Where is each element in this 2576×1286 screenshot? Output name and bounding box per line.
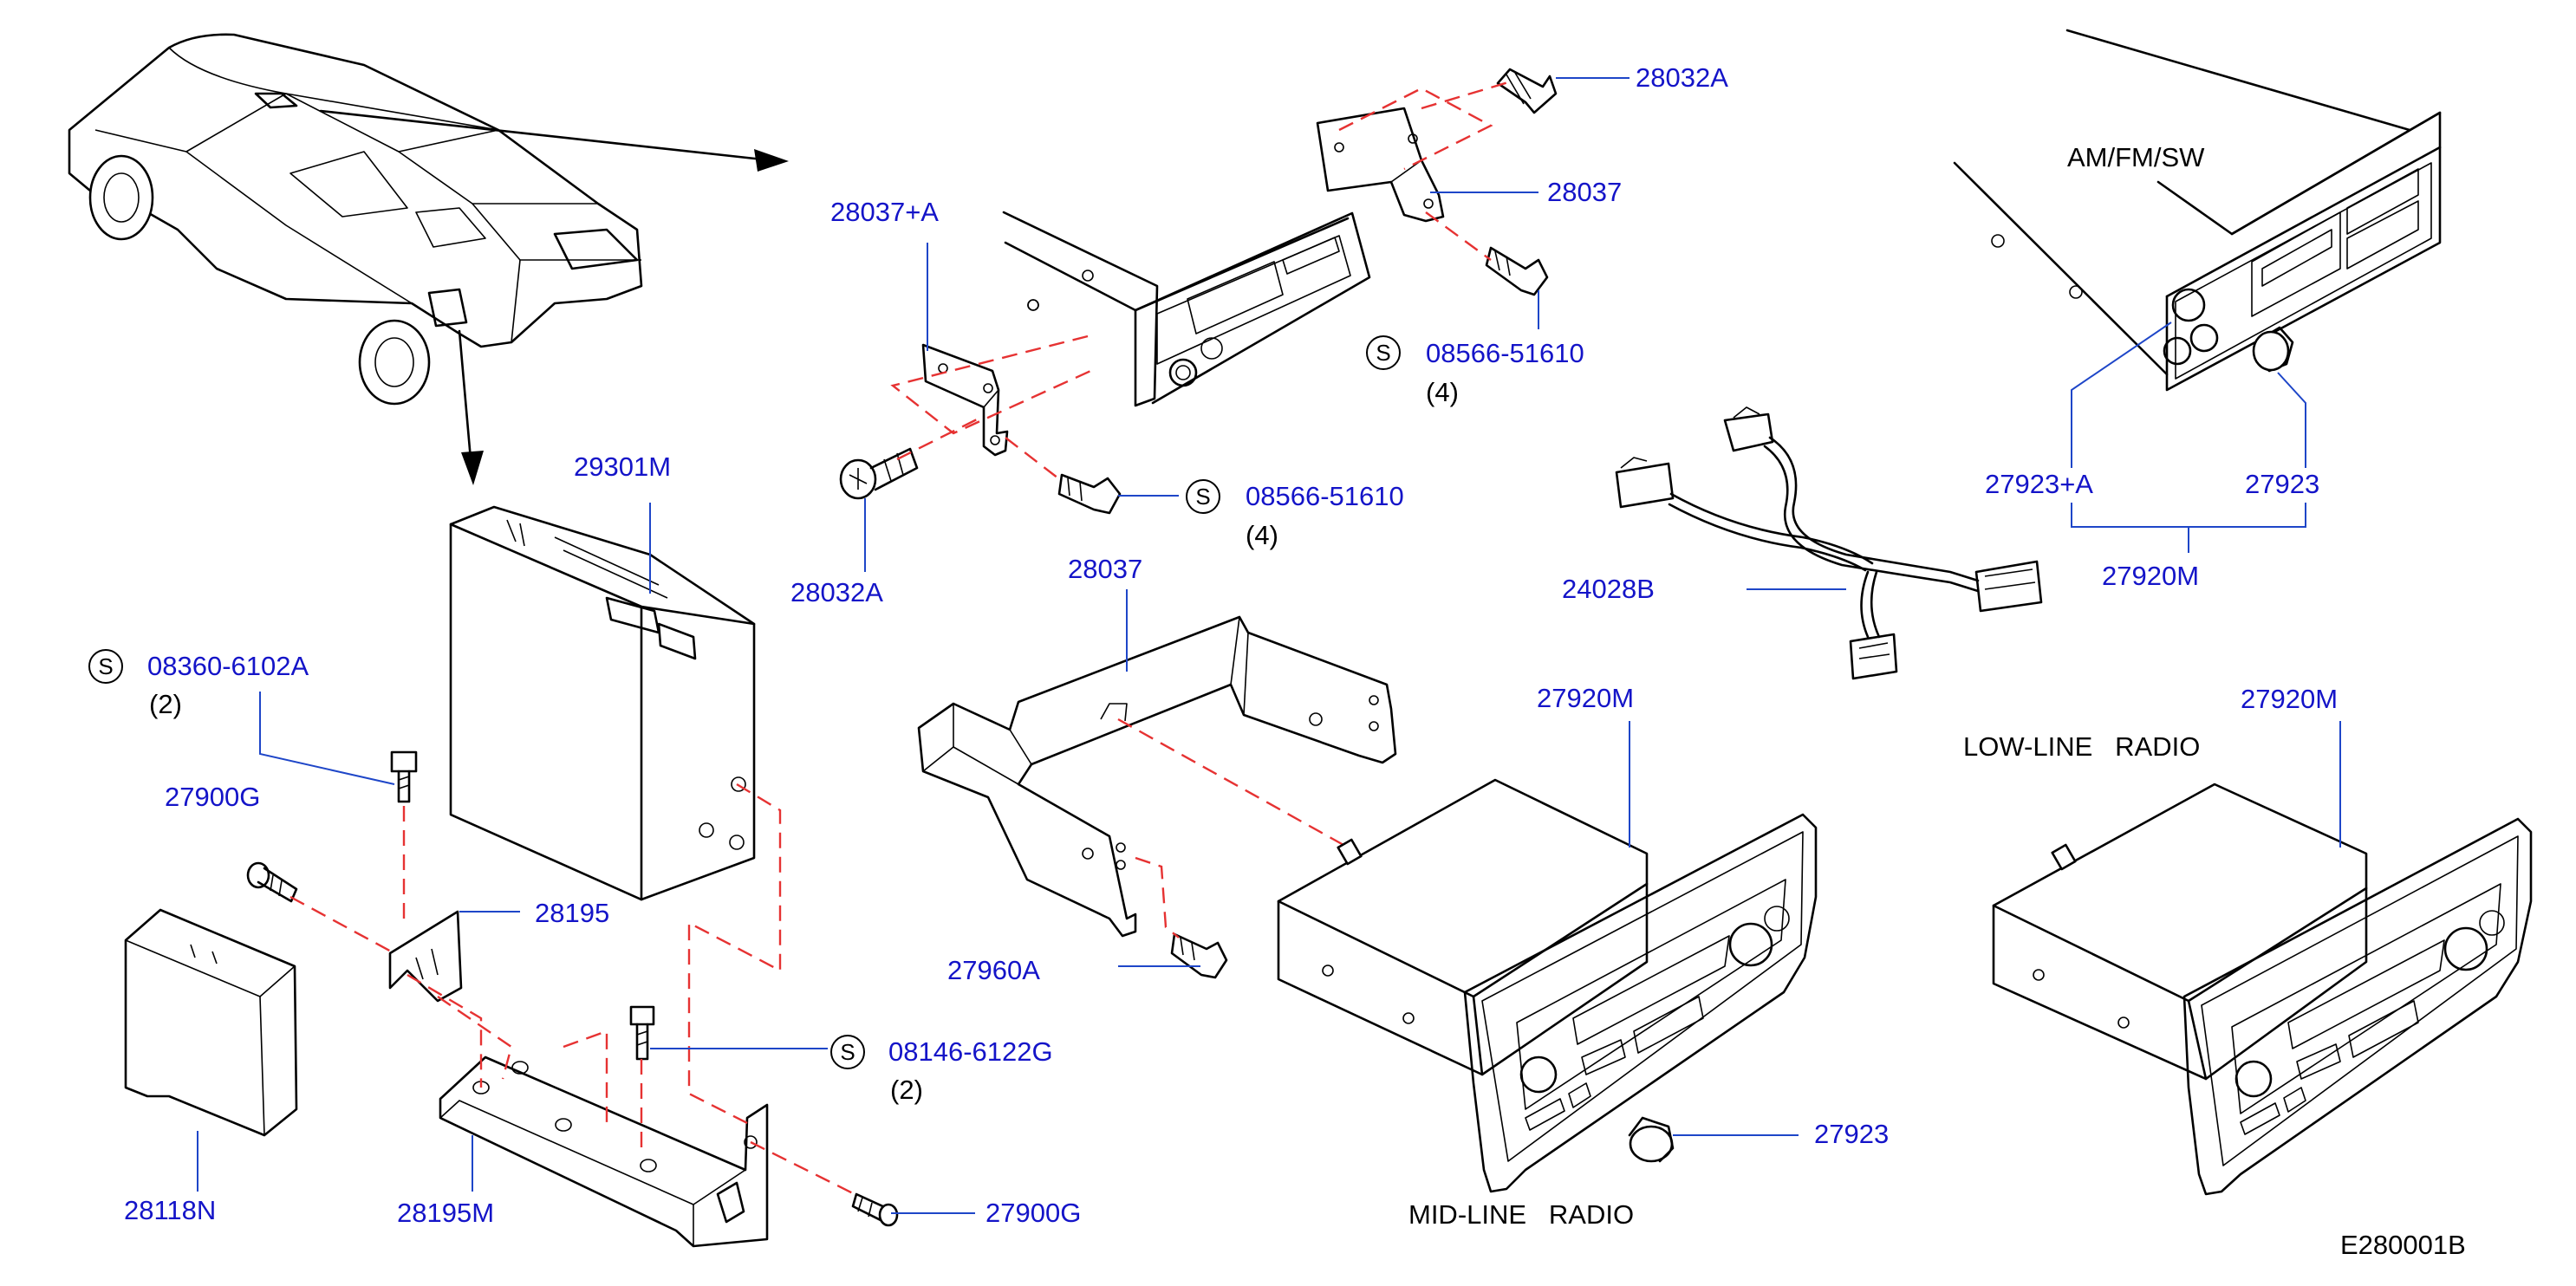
callout-28032A-bottom[interactable]: 28032A	[790, 577, 883, 607]
callout-08146[interactable]: 08146-6122G	[888, 1036, 1053, 1067]
bolt-08360	[390, 750, 418, 803]
leader-lines	[197, 77, 2341, 1214]
screw-27900G-left	[246, 861, 298, 903]
bracket-28037-large	[917, 615, 1397, 938]
screw-28032A-bottom	[839, 447, 919, 500]
symbol-s-left: S	[88, 649, 123, 684]
callout-27920M-top[interactable]: 27920M	[2102, 561, 2200, 591]
qty-08146: (2)	[890, 1075, 923, 1105]
symbol-s-top: S	[1366, 335, 1401, 370]
callout-27923-top[interactable]: 27923	[2245, 469, 2320, 499]
callout-27923-bottom[interactable]: 27923	[1814, 1119, 1890, 1149]
bracket-28037	[1316, 107, 1445, 223]
callout-27900G-bottom[interactable]: 27900G	[986, 1198, 1082, 1228]
vehicle-illustration	[68, 33, 643, 406]
radio-head-unit-top	[1002, 211, 1371, 407]
dashed-guides-top	[890, 81, 1509, 482]
bolt-08146	[629, 1005, 655, 1061]
callout-08566-top[interactable]: 08566-51610	[1426, 338, 1584, 368]
callout-27900G-left[interactable]: 27900G	[165, 782, 261, 812]
callout-08360[interactable]: 08360-6102A	[147, 651, 309, 681]
screw-08566-top	[1485, 246, 1549, 296]
module-28118N	[124, 908, 298, 1137]
label-mid-line-radio: MID-LINE RADIO	[1408, 1199, 1635, 1230]
callout-28195M[interactable]: 28195M	[397, 1198, 495, 1228]
screw-27960A	[1170, 932, 1228, 979]
screw-08566-mid	[1057, 473, 1122, 515]
callout-28037A[interactable]: 28037+A	[830, 197, 939, 227]
callout-27920M-right[interactable]: 27920M	[2241, 684, 2339, 714]
screw-27900G-bottom	[851, 1192, 899, 1227]
callout-28032A-top[interactable]: 28032A	[1636, 62, 1728, 93]
symbol-s-lower: S	[830, 1035, 865, 1069]
wire-harness-24028B	[1615, 406, 2043, 680]
screw-28032A-top	[1496, 68, 1558, 114]
callout-27920M-mid[interactable]: 27920M	[1537, 683, 1635, 713]
callout-28037-bracket[interactable]: 28037	[1068, 554, 1143, 584]
radio-mid-line	[1277, 778, 1818, 1193]
radio-low-line	[1992, 783, 2533, 1196]
callout-28195[interactable]: 28195	[535, 898, 610, 928]
callout-24028B[interactable]: 24028B	[1562, 574, 1655, 604]
callout-28037-top[interactable]: 28037	[1547, 177, 1623, 207]
label-low-line-radio: LOW-LINE RADIO	[1963, 731, 2201, 762]
bracket-28195	[388, 910, 463, 1003]
callout-arrows	[319, 109, 789, 485]
callout-27960A[interactable]: 27960A	[947, 955, 1040, 985]
callout-08566-mid[interactable]: 08566-51610	[1246, 481, 1404, 511]
callout-27923A[interactable]: 27923+A	[1985, 469, 2093, 499]
bracket-28037A	[921, 343, 1009, 457]
callout-29301M[interactable]: 29301M	[574, 451, 672, 482]
bracket-28195M	[439, 1055, 769, 1248]
radio-amfmsw	[1953, 29, 2442, 392]
control-unit-29301M	[449, 505, 756, 901]
diagram-id: E280001B	[2340, 1230, 2466, 1260]
qty-08566-top: (4)	[1426, 377, 1459, 407]
qty-08360: (2)	[149, 689, 182, 719]
callout-28118N[interactable]: 28118N	[124, 1195, 217, 1225]
label-amfmsw: AM/FM/SW	[2067, 142, 2205, 172]
qty-08566-mid: (4)	[1246, 520, 1278, 550]
symbol-s-mid: S	[1186, 479, 1220, 514]
dashed-guides-left	[289, 783, 859, 1198]
dashed-guides-mid	[1117, 718, 1344, 939]
